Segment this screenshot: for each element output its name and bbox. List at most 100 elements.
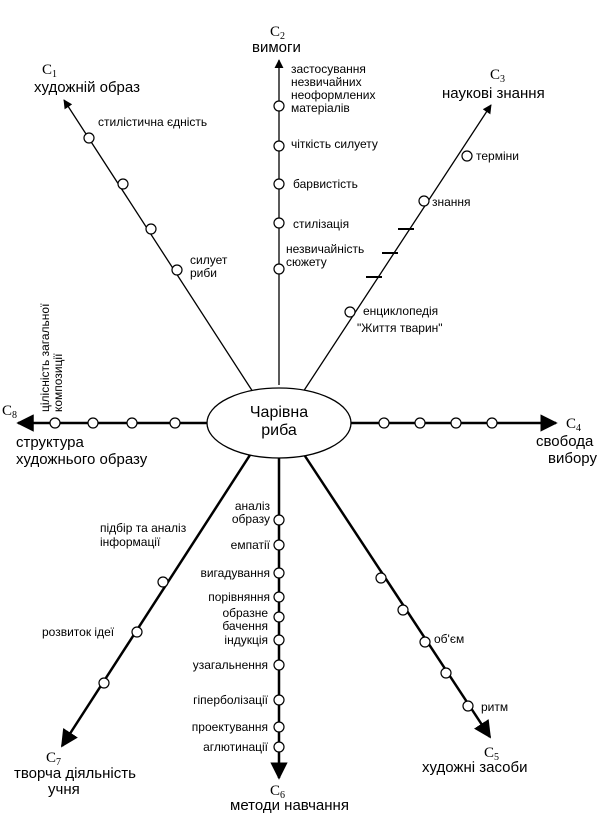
c6-node — [273, 567, 285, 579]
c6-label-comparison: порівняння — [208, 590, 270, 604]
c6-node — [273, 514, 285, 526]
c7-title-line1: творча діяльність — [14, 765, 136, 782]
c7-node — [131, 626, 143, 638]
c3-node — [461, 150, 473, 162]
c6-label-induction: індукція — [224, 633, 268, 647]
c4-node — [486, 417, 498, 429]
c8-label-composition-line2: композиції — [51, 353, 65, 412]
c8-code: C8 — [2, 403, 17, 421]
c2-label-colorfulness: барвистість — [293, 177, 358, 191]
c2-label-materials-line2: незвичайних — [291, 75, 362, 89]
c1-node — [171, 264, 183, 276]
c2-label-silhouette-clarity: чіткість силуету — [291, 137, 378, 151]
center-title-line2: риба — [261, 422, 297, 439]
c4-node — [414, 417, 426, 429]
c2-node — [273, 100, 285, 112]
c6-code: C6 — [270, 783, 285, 801]
c7-label-selection-line1: підбір та аналіз — [100, 521, 187, 535]
c1-node — [83, 132, 95, 144]
c1-label-silhouette-line2: риби — [190, 266, 217, 280]
c3-node — [418, 195, 430, 207]
c6-label-hyperbolization: гіперболізації — [193, 693, 269, 707]
c2-node — [273, 217, 285, 229]
c6-label-generalization: узагальнення — [193, 658, 268, 672]
c5-title: художні засоби — [422, 759, 527, 776]
c8-node — [87, 417, 99, 429]
c6-node — [273, 694, 285, 706]
c3-label-encyclopedia-line1: енциклопедія — [363, 304, 438, 318]
c8-node — [49, 417, 61, 429]
c3-title: наукові знання — [442, 85, 545, 102]
c6-node — [273, 611, 285, 623]
c2-code: C2 — [270, 24, 285, 42]
c7-label-selection-line2: інформації — [100, 535, 161, 549]
c6-label-agglutination: аглютинації — [203, 740, 269, 754]
c7-node — [157, 576, 169, 588]
c1-label-style-unity: стилістична єдність — [98, 115, 207, 129]
c2-label-materials-line3: неоформлених — [291, 88, 375, 102]
c6-label-figurative-line1: образне — [222, 606, 268, 620]
c6-label-empathy: емпатії — [231, 538, 271, 552]
c6-node — [273, 721, 285, 733]
c1-node — [117, 178, 129, 190]
c1-code: C1 — [42, 62, 57, 80]
c2-label-stylization: стилізація — [293, 217, 349, 231]
c4-code: C4 — [566, 416, 581, 434]
axis-c7-line — [60, 454, 252, 748]
center-node — [206, 387, 352, 459]
c2-label-plot-line1: незвичайність — [286, 242, 364, 256]
c2-title: вимоги — [252, 39, 301, 56]
axis-c1-line — [63, 99, 254, 393]
c7-title-line2: учня — [48, 781, 80, 798]
c6-node — [273, 741, 285, 753]
c6-label-analysis-line1: аналіз — [235, 499, 271, 513]
c7-code: C7 — [46, 750, 61, 768]
c3-label-encyclopedia-line2: "Життя тварин" — [357, 321, 443, 335]
c6-node — [273, 634, 285, 646]
c3-label-terms: терміни — [476, 149, 519, 163]
c7-label-idea-development: розвиток ідеї — [42, 625, 115, 639]
axis-c3-line — [302, 104, 492, 393]
c5-node — [397, 604, 409, 616]
c5-node — [462, 700, 474, 712]
c8-title-line1: структура — [16, 434, 84, 451]
c5-node — [375, 572, 387, 584]
c5-label-volume: об'єм — [434, 632, 464, 646]
c2-node — [273, 263, 285, 275]
axis-c5-line — [301, 452, 492, 739]
c3-node — [344, 306, 356, 318]
c6-label-invention: вигадування — [200, 566, 270, 580]
c1-node — [145, 223, 157, 235]
c6-node — [273, 539, 285, 551]
c7-node — [98, 677, 110, 689]
center-title-line1: Чарівна — [250, 404, 308, 421]
c5-node — [419, 636, 431, 648]
c6-label-design: проектування — [192, 720, 268, 734]
c6-label-analysis-line2: образу — [232, 512, 270, 526]
c4-title-line2: вибору — [548, 450, 597, 467]
c6-label-figurative-line2: бачення — [222, 619, 268, 633]
c2-node — [273, 178, 285, 190]
c6-node — [273, 591, 285, 603]
c2-node — [273, 140, 285, 152]
c8-title-line2: художнього образу — [16, 451, 148, 468]
c4-node — [450, 417, 462, 429]
c6-title: методи навчання — [230, 797, 349, 814]
c2-label-materials-line1: застосування — [291, 62, 366, 76]
c1-label-silhouette-line1: силует — [190, 253, 228, 267]
c2-label-materials-line4: матеріалів — [291, 101, 350, 115]
c8-node — [169, 417, 181, 429]
c5-code: C5 — [484, 745, 499, 763]
c2-label-plot-line2: сюжету — [286, 255, 327, 269]
c6-node — [273, 659, 285, 671]
c1-title: художній образ — [34, 79, 140, 96]
c5-label-rhythm: ритм — [481, 700, 508, 714]
c4-node — [378, 417, 390, 429]
c3-label-knowledge: знання — [432, 195, 471, 209]
c8-label-composition-line1: цілісність загальної — [38, 303, 52, 412]
c4-title-line1: свобода — [536, 433, 594, 450]
c8-node — [126, 417, 138, 429]
c5-node — [440, 667, 452, 679]
